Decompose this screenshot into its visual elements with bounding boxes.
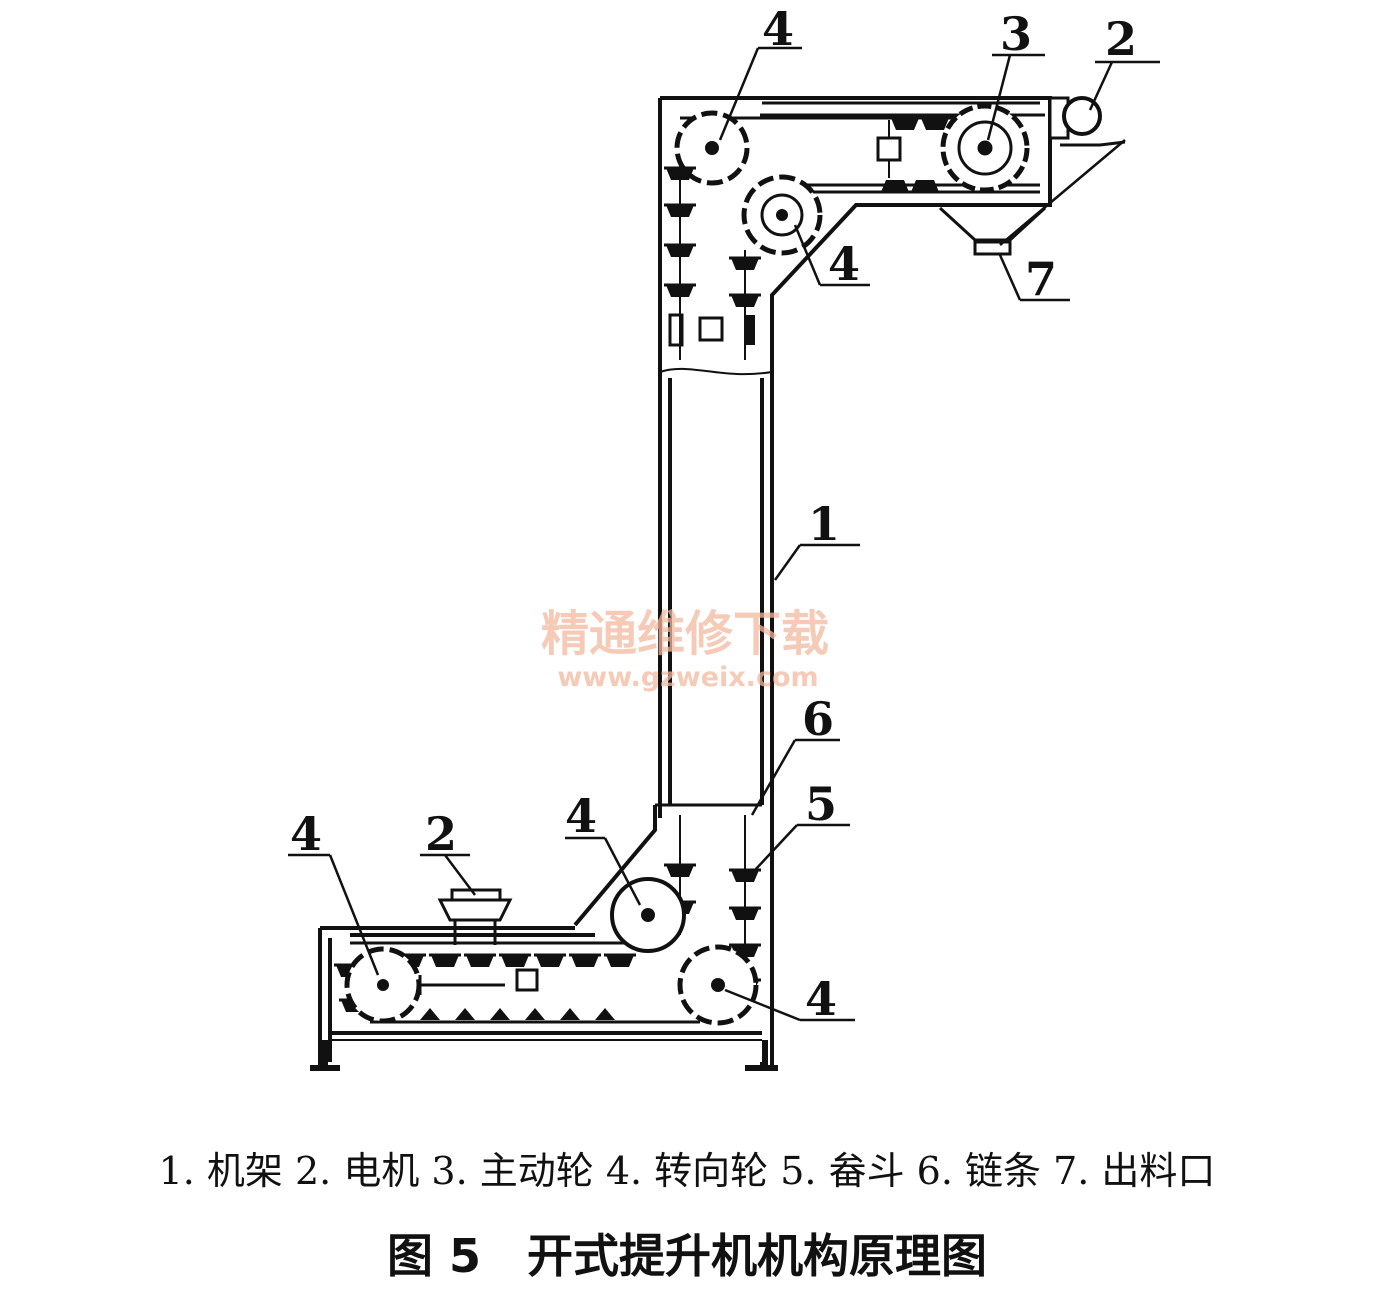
head-section: [680, 96, 1126, 256]
turning-wheel-bottom-right: [677, 944, 759, 1026]
frame: [310, 96, 1052, 1071]
figure-caption: 图 5 开式提升机机构原理图: [386, 1229, 988, 1283]
turning-wheel-top-inner: [741, 174, 823, 256]
callout-3: 3: [1000, 7, 1032, 61]
upper-buckets: [662, 160, 763, 360]
legend: 1. 机架 2. 电机 3. 主动轮 4. 转向轮 5. 畚斗 6. 链条 7.…: [158, 1149, 1216, 1193]
watermark: 精通维修下载 www.gzweix.com: [541, 606, 829, 693]
callouts: 4 3 2 4 7 1 6 5 4 2 4 4: [290, 2, 1137, 1026]
callout-6: 6: [802, 692, 834, 746]
callout-2-top: 2: [1105, 12, 1137, 66]
callout-2-bottom: 2: [425, 807, 457, 861]
turning-wheel-top-left: [674, 110, 750, 186]
callout-7: 7: [1025, 252, 1057, 306]
leader-lines: [288, 46, 1160, 1022]
watermark-title: 精通维修下载: [541, 606, 829, 662]
callout-4-left: 4: [290, 807, 322, 861]
turning-wheel-bottom-mid: [610, 877, 686, 953]
turning-wheel-bottom-left: [344, 946, 422, 1024]
callout-4-mid: 4: [565, 789, 597, 843]
callout-4-head: 4: [828, 237, 860, 291]
callout-4-top: 4: [762, 2, 794, 56]
callout-4-right: 4: [805, 972, 837, 1026]
callout-5: 5: [805, 777, 837, 831]
lower-boot: [332, 815, 763, 1024]
watermark-url: www.gzweix.com: [557, 662, 818, 693]
motor-top: [1048, 96, 1126, 147]
callout-1: 1: [808, 497, 840, 551]
